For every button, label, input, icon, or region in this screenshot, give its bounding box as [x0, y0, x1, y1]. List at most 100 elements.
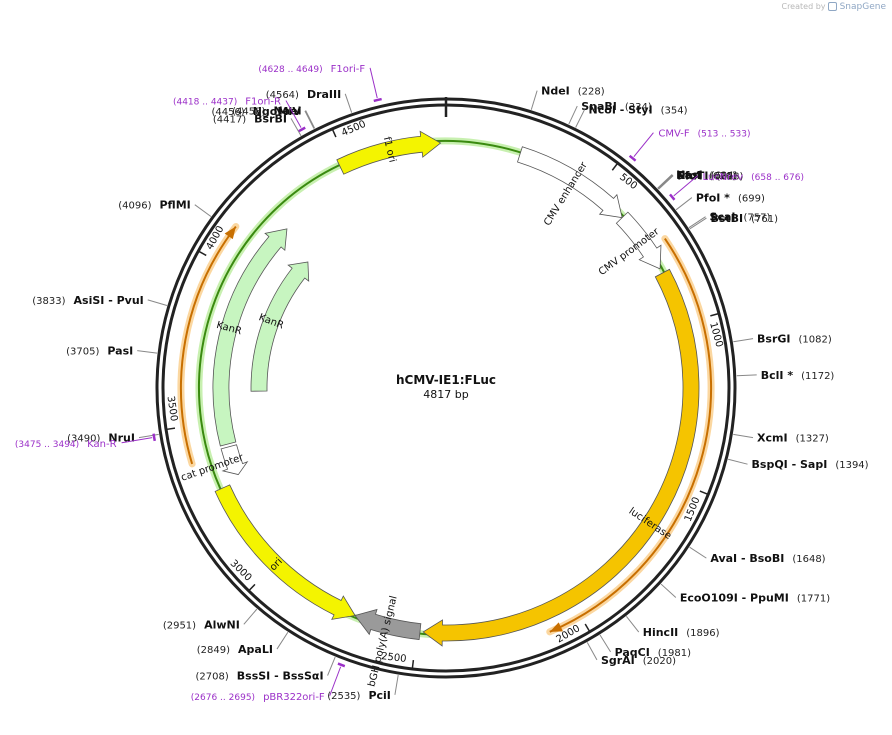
restriction-site[interactable]: AvaI - BsoBI(1648) [710, 552, 825, 565]
restriction-site[interactable]: (2535)PciI [327, 689, 391, 702]
site-position: (1172) [801, 371, 834, 382]
primer-binding-arc[interactable] [373, 97, 382, 103]
plasmid-name[interactable]: hCMV-IE1:FLuc [396, 373, 496, 387]
feature-cmv-promoter[interactable] [615, 211, 662, 270]
primer-label[interactable]: (4628 .. 4649)F1ori-F [258, 64, 365, 75]
primer-binding-arc[interactable] [152, 433, 156, 442]
site-position: (757) [744, 213, 771, 224]
restriction-site[interactable]: (4096)PflMI [118, 199, 191, 212]
restriction-site[interactable]: XcmI (1327) [757, 432, 829, 445]
site-position: (625) [711, 171, 738, 182]
site-position: (2849) [197, 645, 230, 656]
restriction-site[interactable]: SgrAI(2020) [601, 654, 676, 667]
restriction-site[interactable]: (2849)ApaLI [197, 643, 273, 656]
site-leader-line [657, 174, 673, 190]
feature-f1-ori[interactable] [336, 130, 442, 175]
site-name: PasI [107, 345, 133, 358]
restriction-site[interactable]: BspQI - SapI (1394) [752, 458, 869, 471]
site-leader-line [305, 110, 316, 129]
site-leader-line [137, 350, 158, 354]
site-name: PciI [368, 689, 390, 702]
restriction-site[interactable]: EcoO109I - PpuMI(1771) [680, 592, 830, 605]
tick-mark [332, 129, 337, 138]
site-name: PflMI [160, 199, 191, 212]
site-name: SnaBI [581, 100, 617, 113]
site-position: (3490) [67, 434, 100, 445]
site-name: BclI * [761, 369, 794, 382]
restriction-site[interactable]: PluTI (628) [677, 170, 743, 183]
primer-leader-line [329, 666, 342, 696]
restriction-site[interactable]: NcoI - StyI(354) [589, 104, 688, 117]
primer-binding-arc[interactable] [669, 193, 676, 201]
site-name: XcmI [757, 432, 788, 445]
restriction-site[interactable]: SfoI(626) [677, 169, 736, 182]
primer-label[interactable]: (4418 .. 4437)F1ori-R [173, 97, 281, 108]
tick-label: 500 [617, 172, 639, 192]
restriction-site[interactable]: KasI(624) [676, 168, 738, 181]
site-leader-line [599, 634, 611, 653]
primer-binding-arc[interactable] [298, 126, 306, 133]
site-leader-line [675, 197, 693, 211]
feature-kanr[interactable] [212, 228, 288, 447]
site-name: SgrAI [601, 654, 635, 667]
site-name: BsrBI [254, 112, 287, 125]
site-position: (1394) [835, 460, 868, 471]
site-name: BspQI - SapI [752, 458, 828, 471]
restriction-site[interactable]: NdeI(228) [541, 85, 605, 98]
feature-ori[interactable] [214, 484, 356, 620]
restriction-site[interactable]: (4564)DraIII [266, 88, 342, 101]
site-leader-line [728, 458, 748, 465]
primer-binding-arc[interactable] [337, 662, 346, 668]
primer-range: (3475 .. 3494) [15, 440, 79, 450]
site-name: AsiSI - PvuI [74, 294, 144, 307]
restriction-site[interactable]: (4417)BsrBI [213, 112, 287, 125]
orf-luciferase-frame-arrowhead [549, 622, 563, 632]
restriction-site[interactable]: ScaI(757) [710, 211, 771, 224]
site-leader-line [344, 93, 353, 113]
site-position: (628) [716, 172, 743, 183]
tick-mark [248, 583, 256, 591]
primer-label[interactable]: LucNrev(658 .. 676) [702, 172, 804, 183]
restriction-site[interactable]: (2708)BssSI - BssSαI [196, 670, 324, 683]
orf-backbone-frame[interactable] [180, 225, 237, 465]
feature-cat-promoter[interactable] [220, 444, 249, 476]
site-leader-line [327, 656, 336, 676]
primer-label[interactable]: CMV-F(513 .. 533) [658, 129, 750, 140]
restriction-site[interactable]: NarI(625) [676, 169, 737, 182]
restriction-site[interactable]: BsrGI(1082) [757, 333, 832, 346]
orf-luciferase-frame[interactable] [549, 238, 712, 633]
restriction-site[interactable]: (3705)PasI [66, 345, 133, 358]
feature-bgh-poly-a-signal[interactable] [354, 608, 422, 641]
restriction-site[interactable]: PfoI *(699) [696, 192, 765, 205]
site-name: PluTI [677, 170, 708, 183]
restriction-site[interactable]: (2951)AlwNI [163, 618, 240, 631]
site-position: (624) [711, 170, 738, 181]
primer-name: LucNrev [702, 172, 743, 183]
restriction-site[interactable]: HincII(1896) [643, 626, 720, 639]
restriction-site[interactable]: SnaBI(334) [581, 100, 652, 113]
site-leader-line [733, 338, 754, 343]
plasmid-size: 4817 bp [423, 388, 468, 401]
restriction-site[interactable]: (4458)NaeI [232, 104, 301, 117]
site-name: PfoI * [696, 192, 730, 205]
feature-cmv-enhancer[interactable] [517, 146, 623, 219]
restriction-site[interactable]: BclI * (1172) [761, 369, 835, 382]
site-position: (1327) [796, 434, 829, 445]
feature-kanr[interactable] [250, 261, 310, 392]
site-leader-line [689, 217, 707, 230]
restriction-site[interactable]: (4456)NgoMIV [211, 105, 301, 118]
primer-label[interactable]: (2676 .. 2695)pBR322ori-F [191, 692, 325, 703]
restriction-site[interactable]: BstBI(761) [710, 212, 778, 225]
snapgene-attribution: Created by SnapGene [781, 2, 886, 12]
feature-luciferase[interactable] [422, 268, 700, 647]
primer-label[interactable]: (3475 .. 3494) Kan-R [15, 439, 117, 450]
site-leader-line [689, 546, 707, 559]
primer-name: Kan-R [87, 439, 116, 450]
site-leader-line [194, 204, 212, 217]
restriction-site[interactable]: (3833)AsiSI - PvuI [32, 294, 144, 307]
site-leader-line [660, 583, 677, 598]
primer-binding-arc[interactable] [628, 154, 637, 162]
restriction-site[interactable]: PaqCI(1981) [615, 646, 692, 659]
